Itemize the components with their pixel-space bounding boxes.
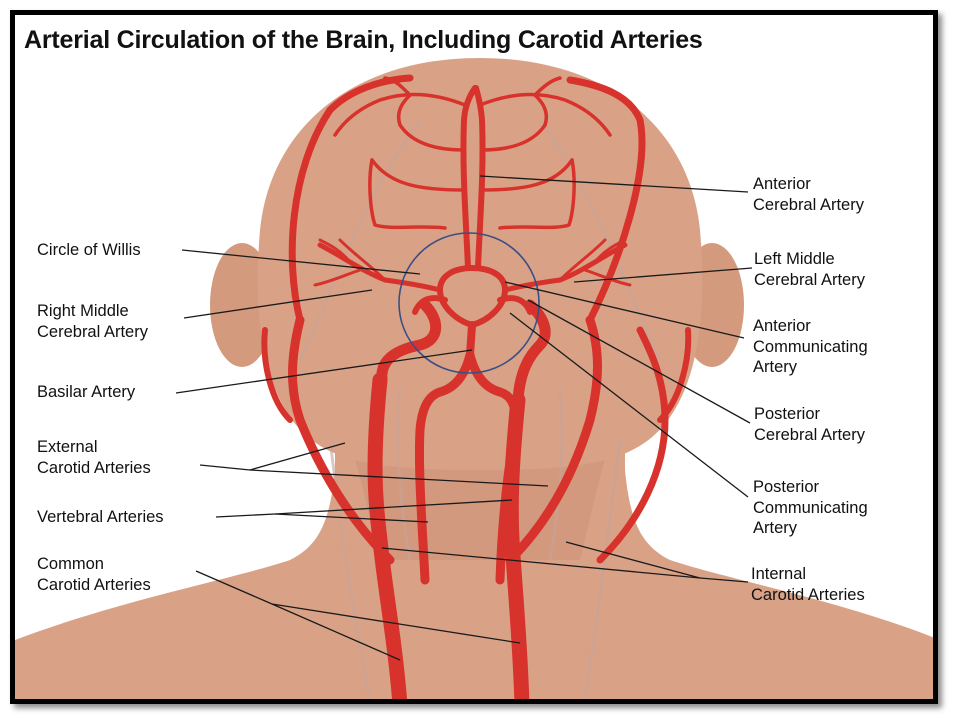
circle-of-willis-outline [398,232,540,374]
willis-ring [437,265,508,328]
shoulders [15,400,933,699]
left-external-carotid [505,315,602,565]
right-internal-carotid [376,299,442,386]
label-external-carotid-arteries: External Carotid Arteries [37,438,151,477]
left-vertebral [495,387,521,585]
right-vertebral [414,387,445,585]
label-vertebral-arteries: Vertebral Arteries [37,508,164,526]
right-common-carotid [367,372,408,699]
label-right-middle-cerebral-artery: Right Middle Cerebral Artery [37,302,148,341]
label-anterior-communicating-artery: Anterior Communicating Artery [753,317,868,376]
right-external-carotid [288,315,395,565]
leader-lines [175,175,753,661]
label-circle-of-willis: Circle of Willis [37,241,141,259]
label-internal-carotid-arteries: Internal Carotid Arteries [751,565,865,604]
arteries [261,74,692,699]
label-posterior-communicating-artery: Posterior Communicating Artery [753,478,868,537]
anterior-cerebral-left [473,85,486,271]
label-posterior-cerebral-artery: Posterior Cerebral Artery [754,405,865,444]
label-left-middle-cerebral-artery: Left Middle Cerebral Artery [754,250,865,289]
label-basilar-artery: Basilar Artery [37,383,136,401]
left-internal-carotid [512,299,551,406]
page-title: Arterial Circulation of the Brain, Inclu… [24,26,703,54]
label-common-carotid-arteries: Common Carotid Arteries [37,555,151,594]
label-anterior-cerebral-artery: Anterior Cerebral Artery [753,175,864,214]
